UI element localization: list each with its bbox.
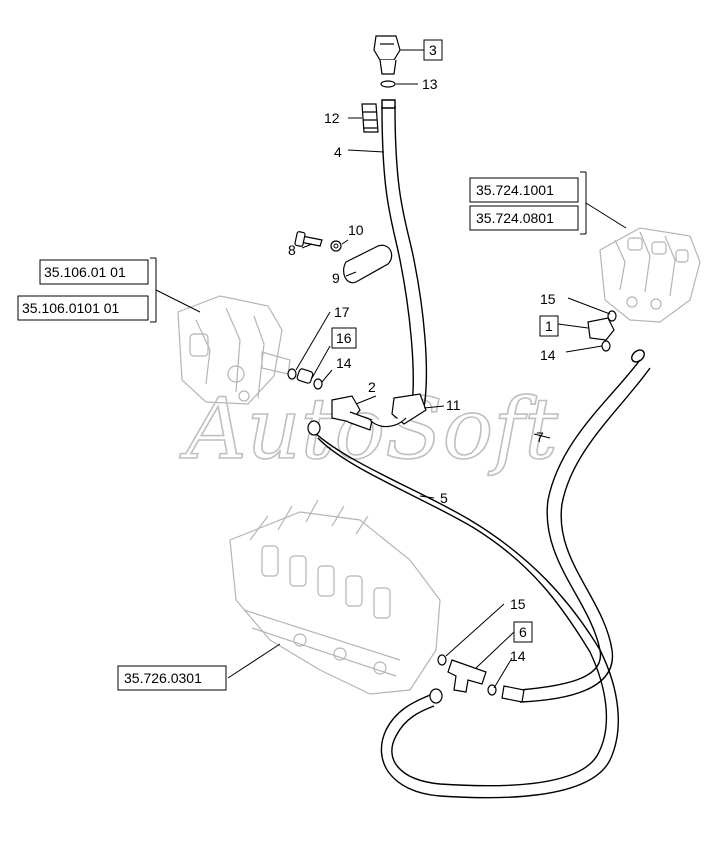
boxed-callout-1[interactable]: 1 — [539, 315, 559, 337]
callout-15-right[interactable]: 15 — [540, 291, 556, 307]
callout-12[interactable]: 12 — [324, 110, 340, 126]
leader-lines — [150, 49, 627, 689]
boxed-callout-3-text: 3 — [429, 42, 437, 58]
reference-35-724-0801[interactable]: 35.724.0801 — [469, 205, 579, 231]
reference-35-106-0101-01-text: 35.106.0101 01 — [22, 300, 120, 316]
hose-4 — [381, 99, 428, 409]
hose-5 — [309, 427, 619, 799]
reference-35-106-0101-01[interactable]: 35.106.0101 01 — [17, 295, 149, 321]
callout-17[interactable]: 17 — [334, 304, 350, 320]
adapter-1 — [587, 310, 617, 352]
boxed-callout-3[interactable]: 3 — [423, 39, 443, 61]
callout-14-left[interactable]: 14 — [336, 355, 352, 371]
callout-8[interactable]: 8 — [288, 242, 296, 258]
boxed-callout-1-text: 1 — [545, 318, 553, 334]
hose-end-11 — [369, 393, 427, 428]
sleeve-12 — [361, 103, 379, 133]
o-ring-13 — [380, 80, 396, 88]
reference-35-724-1001[interactable]: 35.724.1001 — [469, 177, 579, 203]
washer-10 — [330, 240, 342, 252]
callout-7[interactable]: 7 — [536, 429, 544, 445]
control-valve-bank-illustration — [229, 499, 441, 695]
callout-10[interactable]: 10 — [348, 222, 364, 238]
reference-35-726-0301[interactable]: 35.726.0301 — [117, 665, 227, 691]
callout-9[interactable]: 9 — [332, 270, 340, 286]
bolt-8 — [294, 231, 323, 247]
boxed-callout-16[interactable]: 16 — [331, 327, 357, 349]
callout-14-right[interactable]: 14 — [540, 347, 556, 363]
callout-13[interactable]: 13 — [422, 76, 438, 92]
valve-block-right-illustration — [599, 227, 701, 323]
boxed-callout-6-text: 6 — [519, 624, 527, 640]
reference-35-724-0801-text: 35.724.0801 — [476, 210, 554, 226]
fitting-3 — [373, 35, 401, 75]
clamp-9 — [343, 244, 393, 284]
adapter-16 — [287, 368, 323, 390]
callout-11[interactable]: 11 — [446, 397, 461, 413]
callout-14-bottom[interactable]: 14 — [510, 648, 526, 664]
callout-4[interactable]: 4 — [334, 144, 342, 160]
tee-6 — [429, 654, 525, 704]
callout-5[interactable]: 5 — [440, 490, 448, 506]
boxed-callout-6[interactable]: 6 — [513, 621, 533, 643]
callout-15-bottom[interactable]: 15 — [510, 596, 526, 612]
reference-35-724-1001-text: 35.724.1001 — [476, 182, 554, 198]
reference-35-726-0301-text: 35.726.0301 — [124, 670, 202, 686]
callout-2[interactable]: 2 — [368, 379, 376, 395]
boxed-callout-16-text: 16 — [336, 330, 352, 346]
hose-7 — [519, 349, 651, 703]
elbow-2 — [331, 395, 373, 431]
reference-35-106-01-01[interactable]: 35.106.01 01 — [39, 259, 149, 285]
reference-35-106-01-01-text: 35.106.01 01 — [44, 264, 126, 280]
